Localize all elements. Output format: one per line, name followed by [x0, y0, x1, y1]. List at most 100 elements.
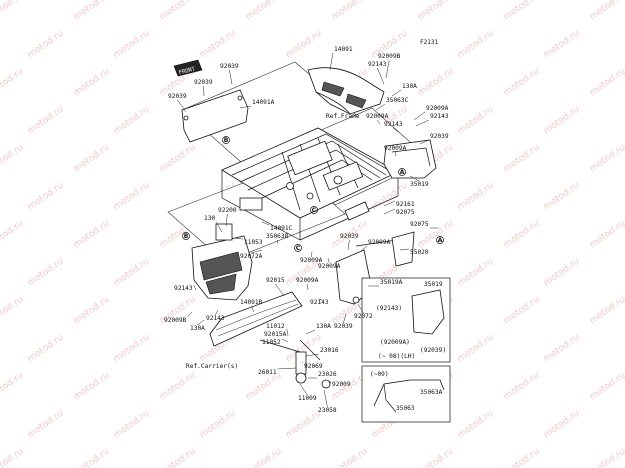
part-number-label: 92039	[168, 93, 187, 100]
callout-c-1: C	[312, 207, 317, 214]
watermark-text: motod.ru	[542, 105, 582, 137]
leader-line	[307, 283, 309, 291]
watermark-text: motod.ru	[416, 447, 456, 468]
watermark-text: motod.ru	[456, 333, 496, 365]
part-number-label: 92143	[384, 121, 403, 128]
inset2-year-label: (~09)	[370, 371, 389, 378]
leader-line	[391, 89, 402, 97]
leader-line	[329, 380, 332, 385]
part-number-label: 92009B	[378, 53, 401, 60]
watermark-text: motod.ru	[588, 143, 625, 175]
part-number-label: 35063B	[266, 233, 289, 240]
watermark-text: motod.ru	[0, 67, 26, 99]
leader-line	[216, 221, 223, 233]
leader-line	[277, 367, 297, 370]
watermark-text: motod.ru	[502, 371, 542, 403]
watermark-text: motod.ru	[0, 295, 26, 327]
watermark-text: motod.ru	[72, 371, 112, 403]
part-number-label: 23026	[318, 371, 337, 378]
front-direction-tag: FRONT	[173, 59, 203, 77]
watermark-text: motod.ru	[588, 219, 625, 251]
watermark-text: motod.ru	[456, 29, 496, 61]
rear-fender-left	[191, 197, 263, 301]
leader-line	[229, 69, 233, 85]
front-tag-label: FRONT	[178, 66, 196, 76]
part-number-label: 92075	[410, 221, 429, 228]
part-number-label: 55020	[410, 249, 429, 256]
watermark-text: motod.ru	[542, 257, 582, 289]
watermark-text: motod.ru	[112, 333, 152, 365]
watermark-text: motod.ru	[112, 257, 152, 289]
part-number-label: 92039	[340, 233, 359, 240]
part-number-label: 92143	[430, 113, 449, 120]
part-number-label: 23058	[318, 407, 337, 414]
leader-line	[239, 105, 252, 109]
part-number-label: 35019	[410, 181, 429, 188]
watermark-text: motod.ru	[456, 257, 496, 289]
part-number-label: 92009A	[368, 239, 391, 246]
watermark-text: motod.ru	[330, 0, 370, 22]
part-number-label: 11009	[298, 395, 317, 402]
leader-line	[319, 298, 323, 301]
inset1-part-92039: (92039)	[420, 347, 446, 354]
watermark-text: motod.ru	[158, 143, 198, 175]
part-number-label: 92009A	[296, 277, 319, 284]
part-number-label: 130A	[402, 83, 417, 90]
watermark-text: motod.ru	[416, 67, 456, 99]
watermark-text: motod.ru	[542, 409, 582, 441]
part-number-label: 92009	[332, 381, 351, 388]
ref-frame-label: Ref.Frame	[326, 113, 360, 120]
leader-line	[311, 251, 313, 258]
part-number-label: 92161	[396, 201, 415, 208]
watermark-text: motod.ru	[588, 0, 625, 22]
leader-line	[409, 175, 420, 182]
leader-line	[359, 245, 368, 253]
callout-c-2: C	[296, 245, 301, 252]
leader-line	[261, 221, 270, 226]
part-number-label: 35063C	[386, 97, 409, 104]
watermark-text: motod.ru	[0, 447, 26, 468]
leader-line	[305, 329, 316, 335]
leader-line	[327, 257, 330, 264]
watermark-text: motod.ru	[26, 333, 66, 365]
leader-line	[231, 237, 244, 240]
part-number-label: 92143	[368, 61, 387, 68]
watermark-text: motod.ru	[72, 143, 112, 175]
watermark-text: motod.ru	[456, 105, 496, 137]
watermark-text: motod.ru	[26, 105, 66, 137]
part-number-label: 92009A	[426, 105, 449, 112]
right-fender-35019	[383, 139, 437, 179]
part-number-label: 92009A	[384, 145, 407, 152]
watermark-text: motod.ru	[0, 219, 26, 251]
leader-line	[413, 111, 426, 121]
watermark-text: motod.ru	[502, 295, 542, 327]
part-number-label: 92015A	[264, 331, 287, 338]
watermark-text: motod.ru	[588, 295, 625, 327]
leader-line	[215, 309, 219, 316]
watermark-text: motod.ru	[588, 371, 625, 403]
part-number-label: 92039	[194, 79, 213, 86]
part-number-label: 92009A	[300, 257, 323, 264]
part-number-label: 92072A	[240, 253, 263, 260]
leader-line	[301, 361, 304, 364]
watermark-text: motod.ru	[26, 181, 66, 213]
inset2-part-35063: 35063	[396, 405, 415, 412]
inset1-year-label: (~ 08)(LH)	[378, 353, 415, 360]
carrier-latch-parts	[259, 339, 331, 389]
watermark-text: motod.ru	[542, 181, 582, 213]
watermark-text: motod.ru	[0, 0, 26, 22]
part-number-label: 92009A	[366, 113, 389, 120]
inset-bracket: (~09) 35063A 35063	[361, 365, 451, 423]
leader-line	[419, 139, 430, 145]
watermark-text: motod.ru	[112, 409, 152, 441]
leader-line	[375, 103, 386, 111]
watermark-text: motod.ru	[26, 29, 66, 61]
part-number-label: 92015	[266, 277, 285, 284]
watermark-text: motod.ru	[456, 181, 496, 213]
side-panel-14091A	[181, 89, 249, 143]
watermark-text: motod.ru	[502, 67, 542, 99]
inset1-part-92009a: (92009A)	[380, 339, 410, 346]
part-number-label: 23016	[320, 347, 339, 354]
leader-line	[395, 151, 397, 157]
